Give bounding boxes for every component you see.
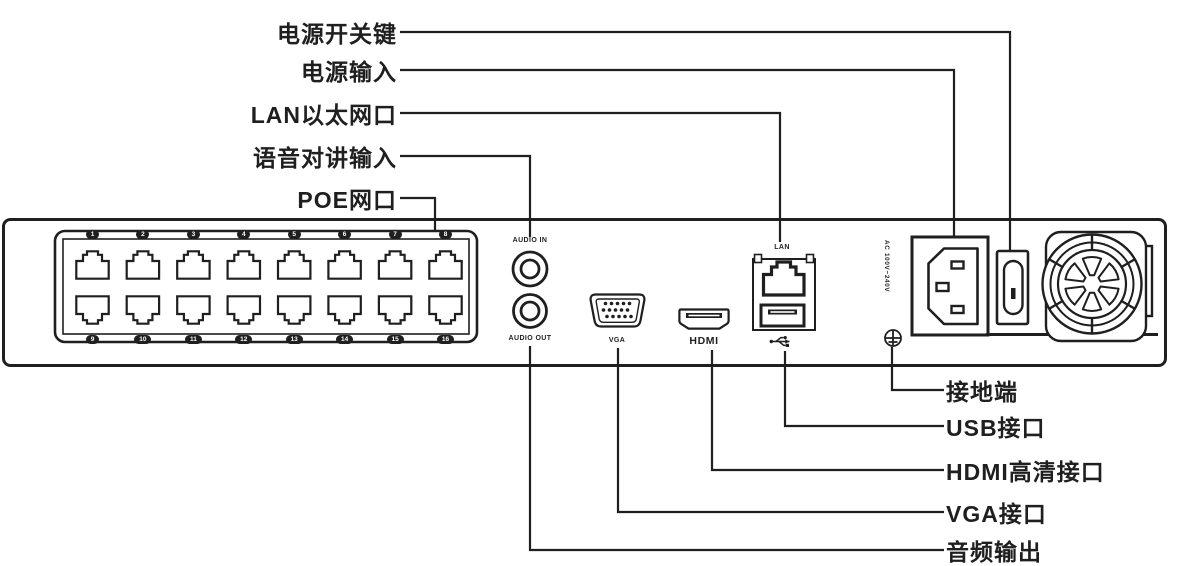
poe-port-number: 13	[285, 334, 303, 344]
poe-port-number: 12	[235, 334, 253, 344]
fan-blades	[1064, 256, 1120, 312]
power-inlet	[910, 235, 990, 337]
poe-port-number: 4	[237, 229, 251, 239]
hdmi-logo: HDMI	[689, 335, 719, 347]
poe-port-number: 3	[186, 229, 200, 239]
poe-port-number: 1	[86, 229, 99, 239]
callout-hdmi-port: HDMI高清接口	[946, 459, 1105, 485]
poe-port-number: 14	[336, 334, 354, 344]
leader-line-ground	[890, 347, 944, 392]
leader-lines	[400, 30, 1012, 552]
leader-line-audio-out	[528, 346, 944, 552]
ac-rating-label: AC 100V~240V	[883, 240, 890, 293]
poe-port-number: 7	[388, 229, 402, 239]
fan-struts	[1048, 234, 1136, 334]
usb-port	[759, 303, 806, 328]
lan-label: LAN	[774, 244, 790, 251]
poe-port-number: 11	[184, 334, 202, 344]
poe-port-number: 10	[134, 334, 152, 344]
poe-port-number: 16	[437, 334, 454, 344]
leader-line-poe	[400, 196, 437, 233]
callout-audio-out: 音频输出	[946, 539, 1042, 565]
callout-ground-terminal: 接地端	[946, 379, 1018, 405]
poe-port-number: 8	[439, 229, 452, 239]
poe-port-number: 5	[287, 229, 301, 239]
poe-port-number: 15	[386, 334, 404, 344]
callout-poe-ports: POE网口	[297, 187, 397, 213]
fan	[1041, 230, 1154, 343]
callout-power-switch-key: 电源开关键	[277, 21, 397, 47]
audio-in-label: AUDIO IN	[512, 237, 548, 244]
leader-line-power-switch	[400, 30, 1012, 253]
callout-voice-intercom-in: 语音对讲输入	[253, 145, 397, 171]
audio-out-jack	[512, 293, 548, 329]
callout-usb-port: USB接口	[946, 415, 1046, 441]
vga-pin-holes	[601, 301, 633, 319]
lan-rj45-port	[761, 260, 806, 297]
poe-port-number: 2	[136, 229, 150, 239]
callout-power-input: 电源输入	[301, 59, 397, 85]
callout-lan-ethernet: LAN以太网口	[250, 102, 397, 128]
hdmi-connector	[678, 308, 730, 330]
audio-out-label: AUDIO OUT	[508, 335, 552, 342]
leader-line-hdmi	[710, 350, 944, 472]
audio-in-jack	[511, 250, 549, 288]
poe-port-block	[53, 229, 479, 344]
leader-line-audio-in	[400, 154, 532, 237]
leader-line-power-input	[400, 68, 956, 240]
ground-terminal-icon	[884, 329, 902, 347]
leader-line-usb	[783, 351, 944, 428]
power-switch	[995, 249, 1030, 326]
poe-port-number: 9	[86, 334, 99, 344]
lan-usb-combo	[752, 253, 816, 331]
poe-port-number: 6	[338, 229, 352, 239]
vga-connector	[589, 293, 646, 328]
usb-icon	[769, 336, 790, 347]
vga-label: VGA	[608, 337, 626, 344]
leader-line-vga	[616, 348, 944, 514]
leader-line-lan	[400, 111, 782, 242]
callout-vga-port: VGA接口	[946, 501, 1047, 527]
